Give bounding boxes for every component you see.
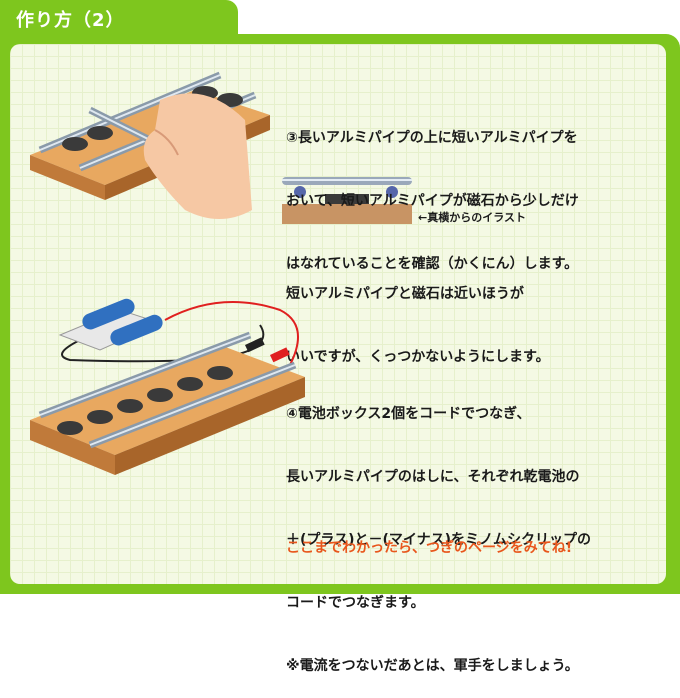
step-3-line: ③長いアルミパイプの上に短いアルミパイプを <box>286 130 578 146</box>
section-title: 作り方（2） <box>16 10 125 31</box>
note-line: いいですが、くっつかないようにします。 <box>286 349 550 365</box>
section-tab: 作り方（2） <box>0 0 238 40</box>
step-4-line: 長いアルミパイプのはしに、それぞれ乾電池の <box>286 469 580 485</box>
illustration-side-view <box>282 177 412 224</box>
step-4-text: ④電池ボックス2個をコードでつなぎ、 長いアルミパイプのはしに、それぞれ乾電池の… <box>286 362 591 698</box>
next-page-prompt: ここまでわかったら、つぎのページをみてね! <box>286 540 573 556</box>
step-4-line: ④電池ボックス2個をコードでつなぎ、 <box>286 406 531 422</box>
step-3-line: おいて、短いアルミパイプが磁石から少しだけ <box>286 193 579 209</box>
step-4-line: コードでつなぎます。 <box>286 595 425 611</box>
step-4-line: ※電流をつないだあとは、軍手をしましょう。 <box>286 658 579 674</box>
illustration-battery-circuit <box>30 298 305 475</box>
step-3-text: ③長いアルミパイプの上に短いアルミパイプを おいて、短いアルミパイプが磁石から少… <box>286 86 579 296</box>
step-3-line: はなれていることを確認（かくにん）します。 <box>286 256 579 272</box>
step-4-line: ＋(プラス)と－(マイナス)をミノムシクリップの <box>286 532 592 548</box>
note-line: 短いアルミパイプと磁石は近いほうが <box>286 286 524 302</box>
illustration-pipe-on-rails <box>30 71 270 219</box>
side-view-caption: ←真横からのイラスト <box>418 211 526 224</box>
note-text: 短いアルミパイプと磁石は近いほうが いいですが、くっつかないようにします。 <box>286 242 550 389</box>
